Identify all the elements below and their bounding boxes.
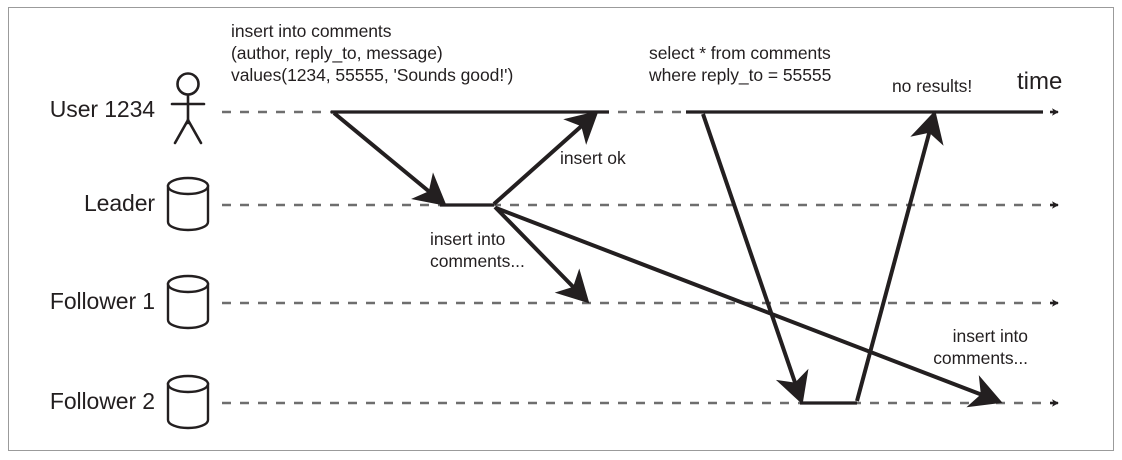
message-label-select-query: select * from comments where reply_to = … [649, 43, 832, 85]
arrow-insert-request [332, 111, 447, 207]
actor-stick-figure-icon [170, 72, 206, 145]
arrow-select-response [855, 110, 944, 402]
arrow-select-query [701, 113, 809, 405]
message-label-replicate-follower1: insert into comments... [430, 229, 525, 271]
participant-label-leader: Leader [83, 190, 155, 216]
arrow-replicate-follower2 [495, 206, 1003, 408]
arrow-insert-ok [492, 110, 599, 206]
time-axis-label: time [1017, 68, 1063, 95]
database-cylinder-icon-follower2 [166, 374, 210, 430]
message-label-select-response: no results! [892, 76, 973, 96]
activation-segments-group [331, 110, 1043, 405]
participant-label-user: User 1234 [49, 96, 155, 122]
message-label-replicate-follower2: insert into comments... [933, 326, 1028, 368]
lifeline-arrowheads-group [1050, 108, 1059, 407]
database-cylinder-icon-follower1 [166, 274, 210, 330]
participant-label-follower2: Follower 2 [49, 388, 155, 414]
arrow-replicate-follower1 [493, 205, 590, 304]
message-label-insert-request: insert into comments (author, reply_to, … [231, 21, 514, 85]
participant-label-follower1: Follower 1 [49, 288, 155, 314]
lifelines-dashed-group [222, 110, 1055, 405]
message-arrows-group [332, 110, 1003, 408]
message-label-insert-ok: insert ok [560, 148, 626, 168]
database-cylinder-icon-leader [166, 176, 210, 232]
